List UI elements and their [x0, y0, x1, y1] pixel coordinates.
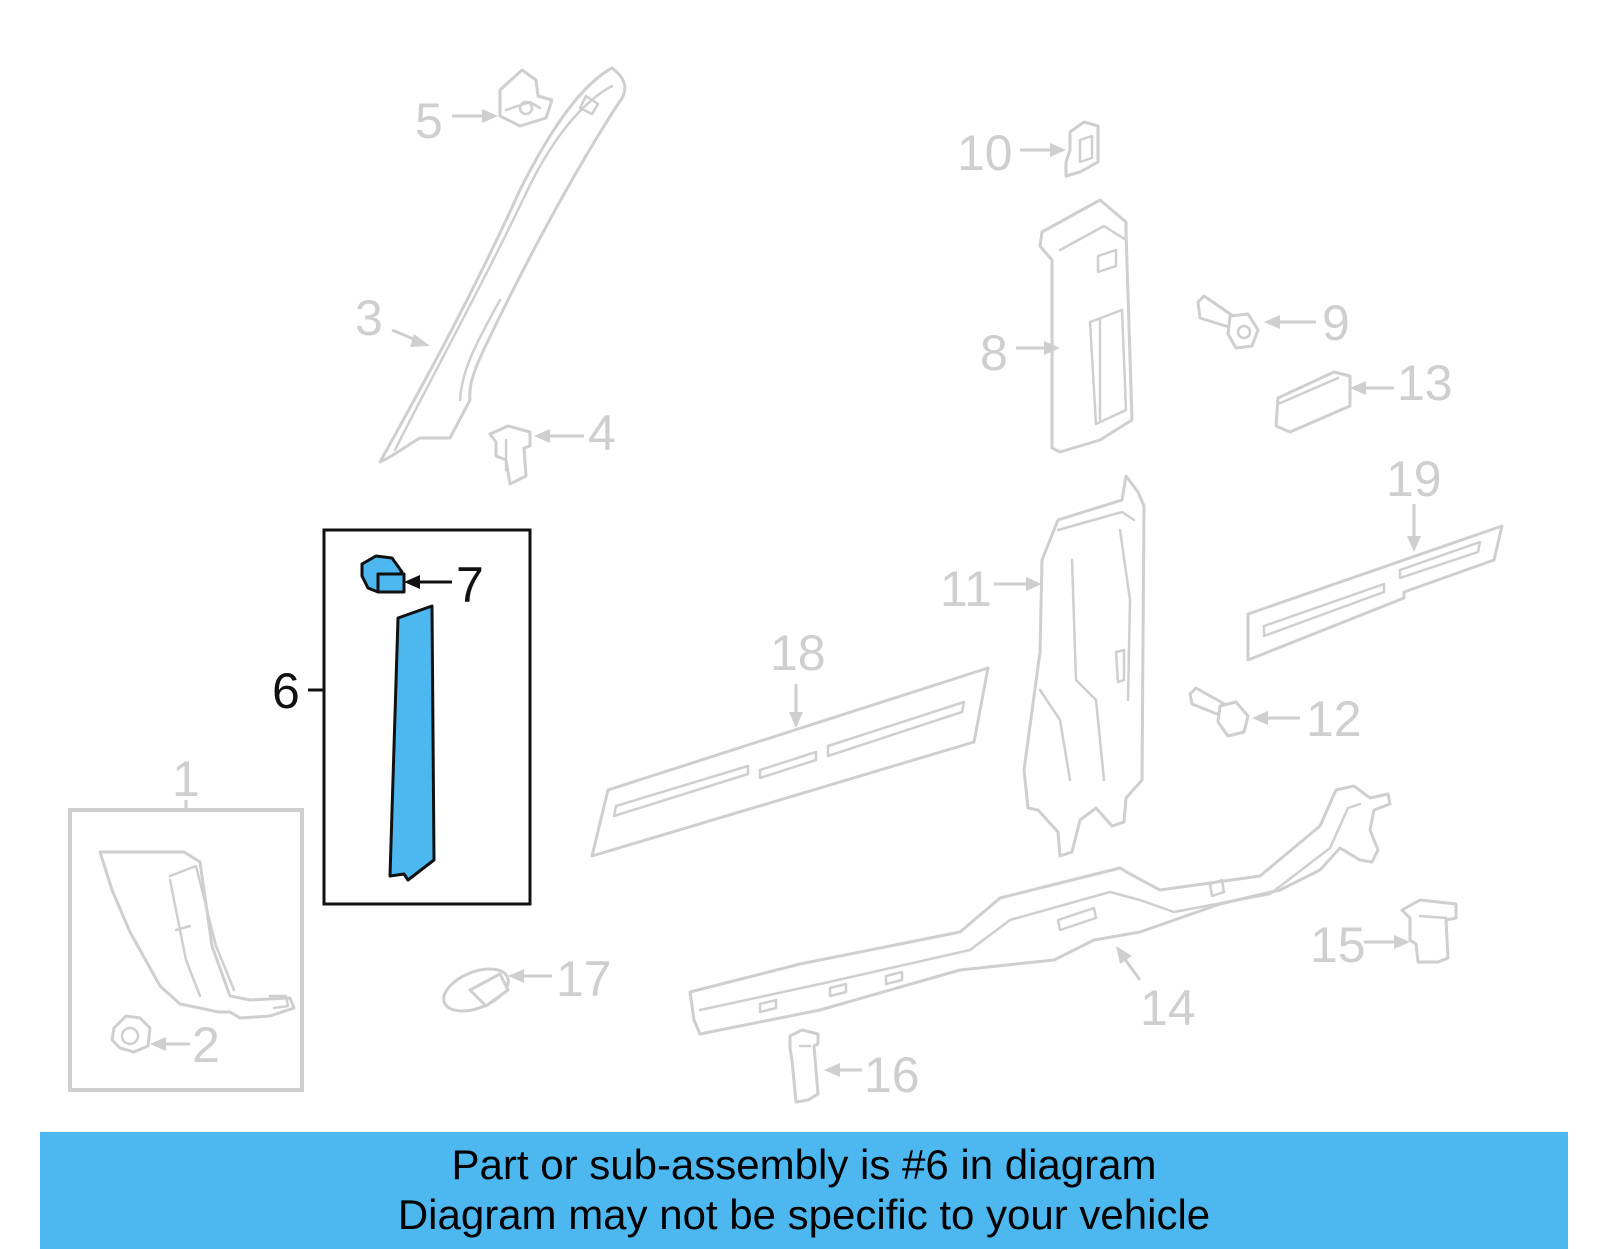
svg-text:7: 7 [456, 557, 484, 613]
parts-diagram: 5 3 4 10 8 [68, 66, 1504, 1104]
part-9-bolt [1196, 294, 1260, 350]
callout-12: 12 [1252, 691, 1362, 747]
part-3-pillar-trim [378, 66, 627, 464]
callout-9: 9 [1264, 295, 1350, 351]
svg-text:4: 4 [588, 405, 616, 461]
part-15-clip [1400, 898, 1458, 964]
banner-line-2: Diagram may not be specific to your vehi… [397, 1191, 1211, 1238]
svg-text:6: 6 [272, 663, 300, 719]
callout-15: 15 [1310, 917, 1410, 973]
callout-13: 13 [1350, 355, 1453, 411]
part-18-sill-plate [590, 666, 990, 858]
part-13-cover [1274, 370, 1352, 434]
callout-14: 14 [1116, 946, 1196, 1036]
svg-text:14: 14 [1140, 980, 1196, 1036]
part-10-clip [1064, 120, 1100, 178]
svg-text:13: 13 [1397, 355, 1453, 411]
info-banner: Part or sub-assembly is #6 in diagram Di… [40, 1132, 1568, 1249]
callout-11: 11 [940, 561, 1042, 617]
svg-text:5: 5 [415, 93, 443, 149]
svg-text:15: 15 [1310, 917, 1366, 973]
svg-text:19: 19 [1386, 451, 1442, 507]
svg-text:18: 18 [770, 625, 826, 681]
svg-text:17: 17 [556, 951, 612, 1007]
part-7-cap-highlighted[interactable] [360, 554, 406, 594]
callout-5: 5 [415, 93, 498, 149]
callout-18: 18 [770, 625, 826, 728]
callout-16: 16 [824, 1047, 920, 1103]
svg-text:11: 11 [940, 561, 992, 617]
callout-8: 8 [980, 325, 1060, 381]
part-11-lower-trim [1022, 474, 1146, 858]
part-8-upper-trim [1038, 198, 1134, 454]
group-1-box [68, 808, 304, 1092]
callout-2: 2 [150, 1017, 220, 1073]
part-19-sill-plate [1246, 524, 1504, 662]
callout-4: 4 [534, 405, 616, 461]
part-5-bracket [498, 68, 554, 128]
banner-line-1: Part or sub-assembly is #6 in diagram [451, 1141, 1157, 1188]
part-17-push-pin [442, 967, 510, 1013]
svg-text:2: 2 [192, 1017, 220, 1073]
svg-text:3: 3 [355, 290, 383, 346]
callout-1: 1 [172, 751, 200, 812]
callout-17: 17 [508, 951, 612, 1007]
part-6-trim-highlighted[interactable] [388, 604, 436, 882]
part-14-rocker-trim [688, 784, 1392, 1036]
part-12-bolt [1188, 686, 1250, 738]
callout-10: 10 [957, 125, 1066, 181]
svg-text:8: 8 [980, 325, 1008, 381]
svg-text:16: 16 [864, 1047, 920, 1103]
callout-6: 6 [272, 663, 324, 719]
part-4-clip [488, 424, 532, 486]
part-16-clip [788, 1028, 820, 1104]
callout-19: 19 [1386, 451, 1442, 552]
svg-text:1: 1 [172, 751, 200, 807]
svg-text:10: 10 [957, 125, 1013, 181]
part-2-push-pin [110, 1014, 152, 1054]
svg-text:9: 9 [1322, 295, 1350, 351]
callout-7: 7 [404, 557, 484, 613]
svg-text:12: 12 [1306, 691, 1362, 747]
callout-3: 3 [355, 290, 430, 347]
